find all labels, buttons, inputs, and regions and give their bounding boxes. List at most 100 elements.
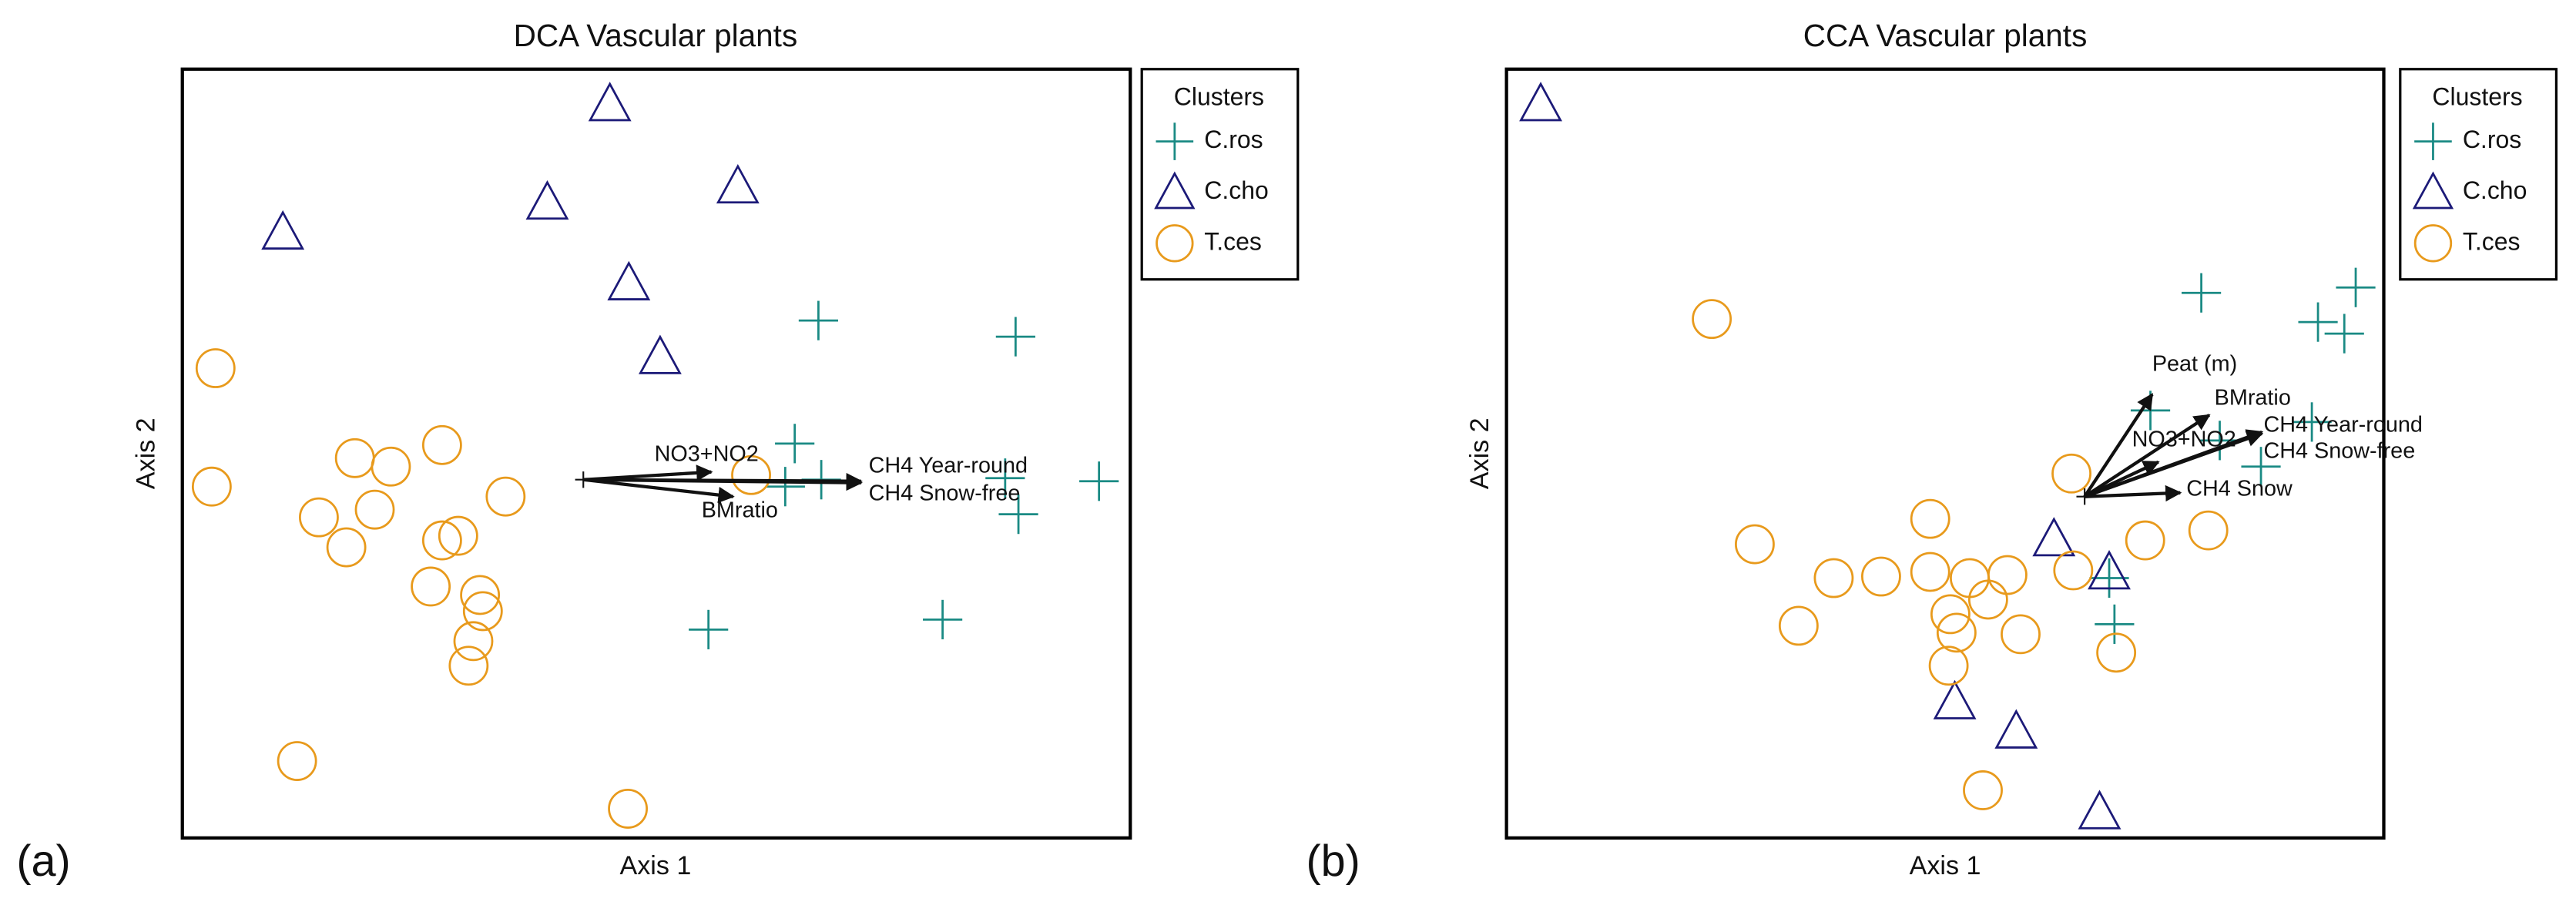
- point-t-ces-circle: [334, 438, 375, 478]
- point-c-cho-triangle: [2088, 550, 2131, 590]
- vector-label: CH4 Snow: [2186, 476, 2293, 501]
- point-t-ces-circle: [1930, 594, 1971, 635]
- point-t-ces-circle: [2096, 632, 2137, 673]
- legend-entry-label: T.ces: [1204, 227, 1262, 255]
- point-t-ces-circle: [448, 645, 489, 686]
- legend-cross-icon: [1156, 122, 1194, 160]
- point-t-ces-circle: [299, 497, 339, 538]
- point-t-ces-circle: [2001, 614, 2041, 655]
- panel-a-label: (a): [16, 837, 70, 886]
- point-c-ros-cross: [1079, 461, 1119, 501]
- legend-frame: [1140, 68, 1300, 281]
- vector-arrow: [2083, 393, 2154, 498]
- point-c-ros-cross: [2336, 267, 2376, 307]
- legend-title: Clusters: [2432, 83, 2522, 111]
- point-c-ros-cross: [775, 424, 815, 464]
- point-t-ces-circle: [277, 741, 317, 781]
- legend-entry-label: C.cho: [2463, 176, 2527, 204]
- point-c-cho-triangle: [1933, 679, 1977, 719]
- point-t-ces-circle: [354, 489, 395, 530]
- legend-title: Clusters: [1174, 83, 1264, 111]
- point-t-ces-circle: [1910, 552, 1950, 592]
- point-c-ros-cross: [2182, 273, 2222, 313]
- legend-triangle-icon: [2412, 171, 2454, 210]
- point-c-ros-cross: [2199, 421, 2240, 461]
- point-t-ces-circle: [1813, 558, 1854, 598]
- legend-entry-label: T.ces: [2463, 227, 2521, 255]
- point-c-cho-triangle: [1994, 709, 2038, 749]
- panel-b-xlabel: Axis 1: [1910, 851, 1981, 880]
- legend-circle-icon: [2413, 224, 2453, 263]
- point-t-ces-circle: [438, 515, 478, 556]
- panel-a: DCA Vascular plants Axis 1 Axis 2 (a) NO…: [16, 18, 1300, 886]
- point-t-ces-circle: [191, 466, 232, 507]
- point-t-ces-circle: [462, 591, 503, 632]
- point-t-ces-circle: [2125, 520, 2165, 561]
- point-c-ros-cross: [689, 609, 729, 649]
- point-c-ros-cross: [798, 300, 839, 340]
- vector-arrow: [2083, 414, 2211, 498]
- point-c-cho-triangle: [638, 334, 682, 374]
- point-c-ros-cross: [765, 467, 805, 507]
- point-t-ces-circle: [1987, 555, 2028, 595]
- point-t-ces-circle: [1861, 556, 1901, 597]
- point-c-cho-triangle: [525, 179, 569, 220]
- point-t-ces-circle: [1967, 579, 2008, 620]
- point-t-ces-circle: [2188, 510, 2229, 551]
- point-c-cho-triangle: [607, 260, 651, 300]
- panel-b-ylabel: Axis 2: [1465, 417, 1494, 489]
- point-c-ros-cross: [2324, 314, 2364, 354]
- point-c-cho-triangle: [2032, 517, 2076, 557]
- point-t-ces-circle: [421, 424, 462, 465]
- vector-arrow: [583, 478, 735, 504]
- vector-label: CH4 Year-round: [2263, 412, 2422, 437]
- vector-arrow: [2084, 431, 2264, 498]
- point-t-ces-circle: [1928, 645, 1969, 686]
- point-c-ros-cross: [995, 317, 1035, 357]
- point-t-ces-circle: [1950, 558, 1990, 598]
- panel-b-label: (b): [1306, 837, 1360, 886]
- vector-arrow: [583, 474, 863, 491]
- panel-a-xlabel: Axis 1: [619, 851, 691, 880]
- point-c-ros-cross: [2241, 447, 2281, 487]
- point-t-ces-circle: [1963, 770, 2003, 810]
- panel-b: CCA Vascular plants Axis 1 Axis 2 (b) Pe…: [1306, 18, 2558, 886]
- point-t-ces-circle: [731, 454, 771, 495]
- point-c-cho-triangle: [2078, 790, 2122, 830]
- point-c-cho-triangle: [261, 210, 305, 250]
- point-c-ros-cross: [985, 458, 1025, 498]
- point-t-ces-circle: [326, 527, 367, 568]
- point-t-ces-circle: [460, 575, 501, 615]
- vector-label: NO3+NO2: [655, 441, 759, 466]
- panel-a-plot-frame: [180, 67, 1132, 840]
- point-t-ces-circle: [1778, 605, 1819, 646]
- point-t-ces-circle: [2051, 453, 2091, 494]
- legend-circle-icon: [1156, 224, 1194, 263]
- vector-label: CH4 Snow-free: [869, 481, 1021, 505]
- point-t-ces-circle: [1936, 612, 1977, 653]
- point-c-cho-triangle: [588, 82, 632, 122]
- vector-label: Peat (m): [2152, 352, 2237, 377]
- point-c-ros-cross: [2298, 302, 2338, 342]
- legend-entry-label: C.cho: [1204, 176, 1269, 204]
- point-t-ces-circle: [1910, 498, 1950, 539]
- point-c-ros-cross: [2292, 402, 2332, 442]
- vector-label: BMratio: [702, 498, 778, 522]
- legend-frame: [2399, 68, 2558, 281]
- vector-label: CH4 Snow-free: [2263, 438, 2415, 463]
- point-t-ces-circle: [485, 476, 526, 517]
- point-c-ros-cross: [2095, 604, 2135, 644]
- point-t-ces-circle: [371, 446, 411, 487]
- vector-label: BMratio: [2215, 386, 2291, 411]
- point-t-ces-circle: [453, 621, 494, 662]
- legend-triangle-icon: [1154, 171, 1196, 210]
- point-t-ces-circle: [1692, 299, 1732, 340]
- point-t-ces-circle: [1735, 524, 1775, 565]
- point-c-cho-triangle: [1519, 82, 1562, 122]
- point-t-ces-circle: [411, 566, 451, 607]
- point-c-cho-triangle: [716, 163, 760, 204]
